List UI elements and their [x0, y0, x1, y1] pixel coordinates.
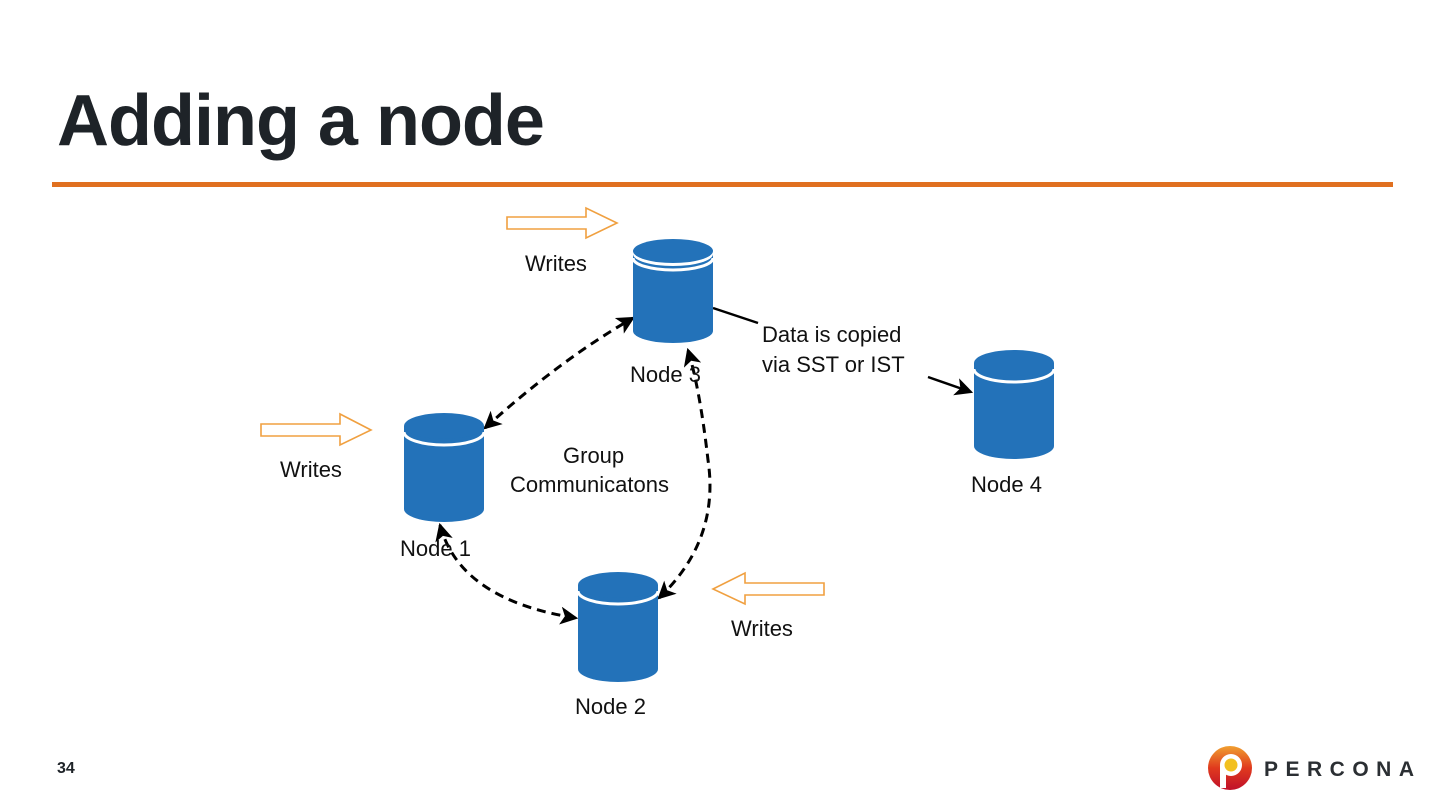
percona-logo: PERCONA [1206, 744, 1414, 794]
data-copied-label-1: Data is copied [762, 322, 901, 347]
data-copied-label-2: via SST or IST [762, 352, 905, 377]
writes-label-node1: Writes [280, 457, 342, 482]
percona-p-logo-icon [1208, 746, 1252, 790]
node-3-label: Node 3 [630, 362, 701, 387]
group-communications-label-2: Communicatons [510, 472, 669, 497]
page-number: 34 [57, 760, 75, 777]
edge-node2-node3 [657, 347, 712, 600]
node-1[interactable]: Node 1 [400, 413, 486, 561]
write-arrow-node1 [260, 412, 373, 447]
edge-node3-node4-arrow [927, 375, 974, 396]
write-arrow-node3 [506, 206, 619, 240]
slide-title: Adding a node [57, 81, 545, 161]
node-4-label: Node 4 [971, 472, 1042, 497]
node-2-label: Node 2 [575, 694, 646, 719]
node-1-label: Node 1 [400, 536, 471, 561]
node-3[interactable]: Node 3 [630, 239, 715, 387]
writes-label-node2: Writes [731, 616, 793, 641]
node-2[interactable]: Node 2 [575, 572, 660, 719]
edge-node1-node2 [435, 522, 579, 625]
write-arrow-node2 [711, 571, 825, 606]
percona-wordmark: PERCONA [1264, 758, 1422, 781]
group-communications-label-1: Group [563, 443, 624, 468]
title-divider [52, 182, 1393, 187]
node-4[interactable]: Node 4 [971, 350, 1056, 497]
writes-label-node3: Writes [525, 251, 587, 276]
edge-node3-node4 [712, 306, 759, 325]
edge-node1-node3 [483, 316, 635, 430]
